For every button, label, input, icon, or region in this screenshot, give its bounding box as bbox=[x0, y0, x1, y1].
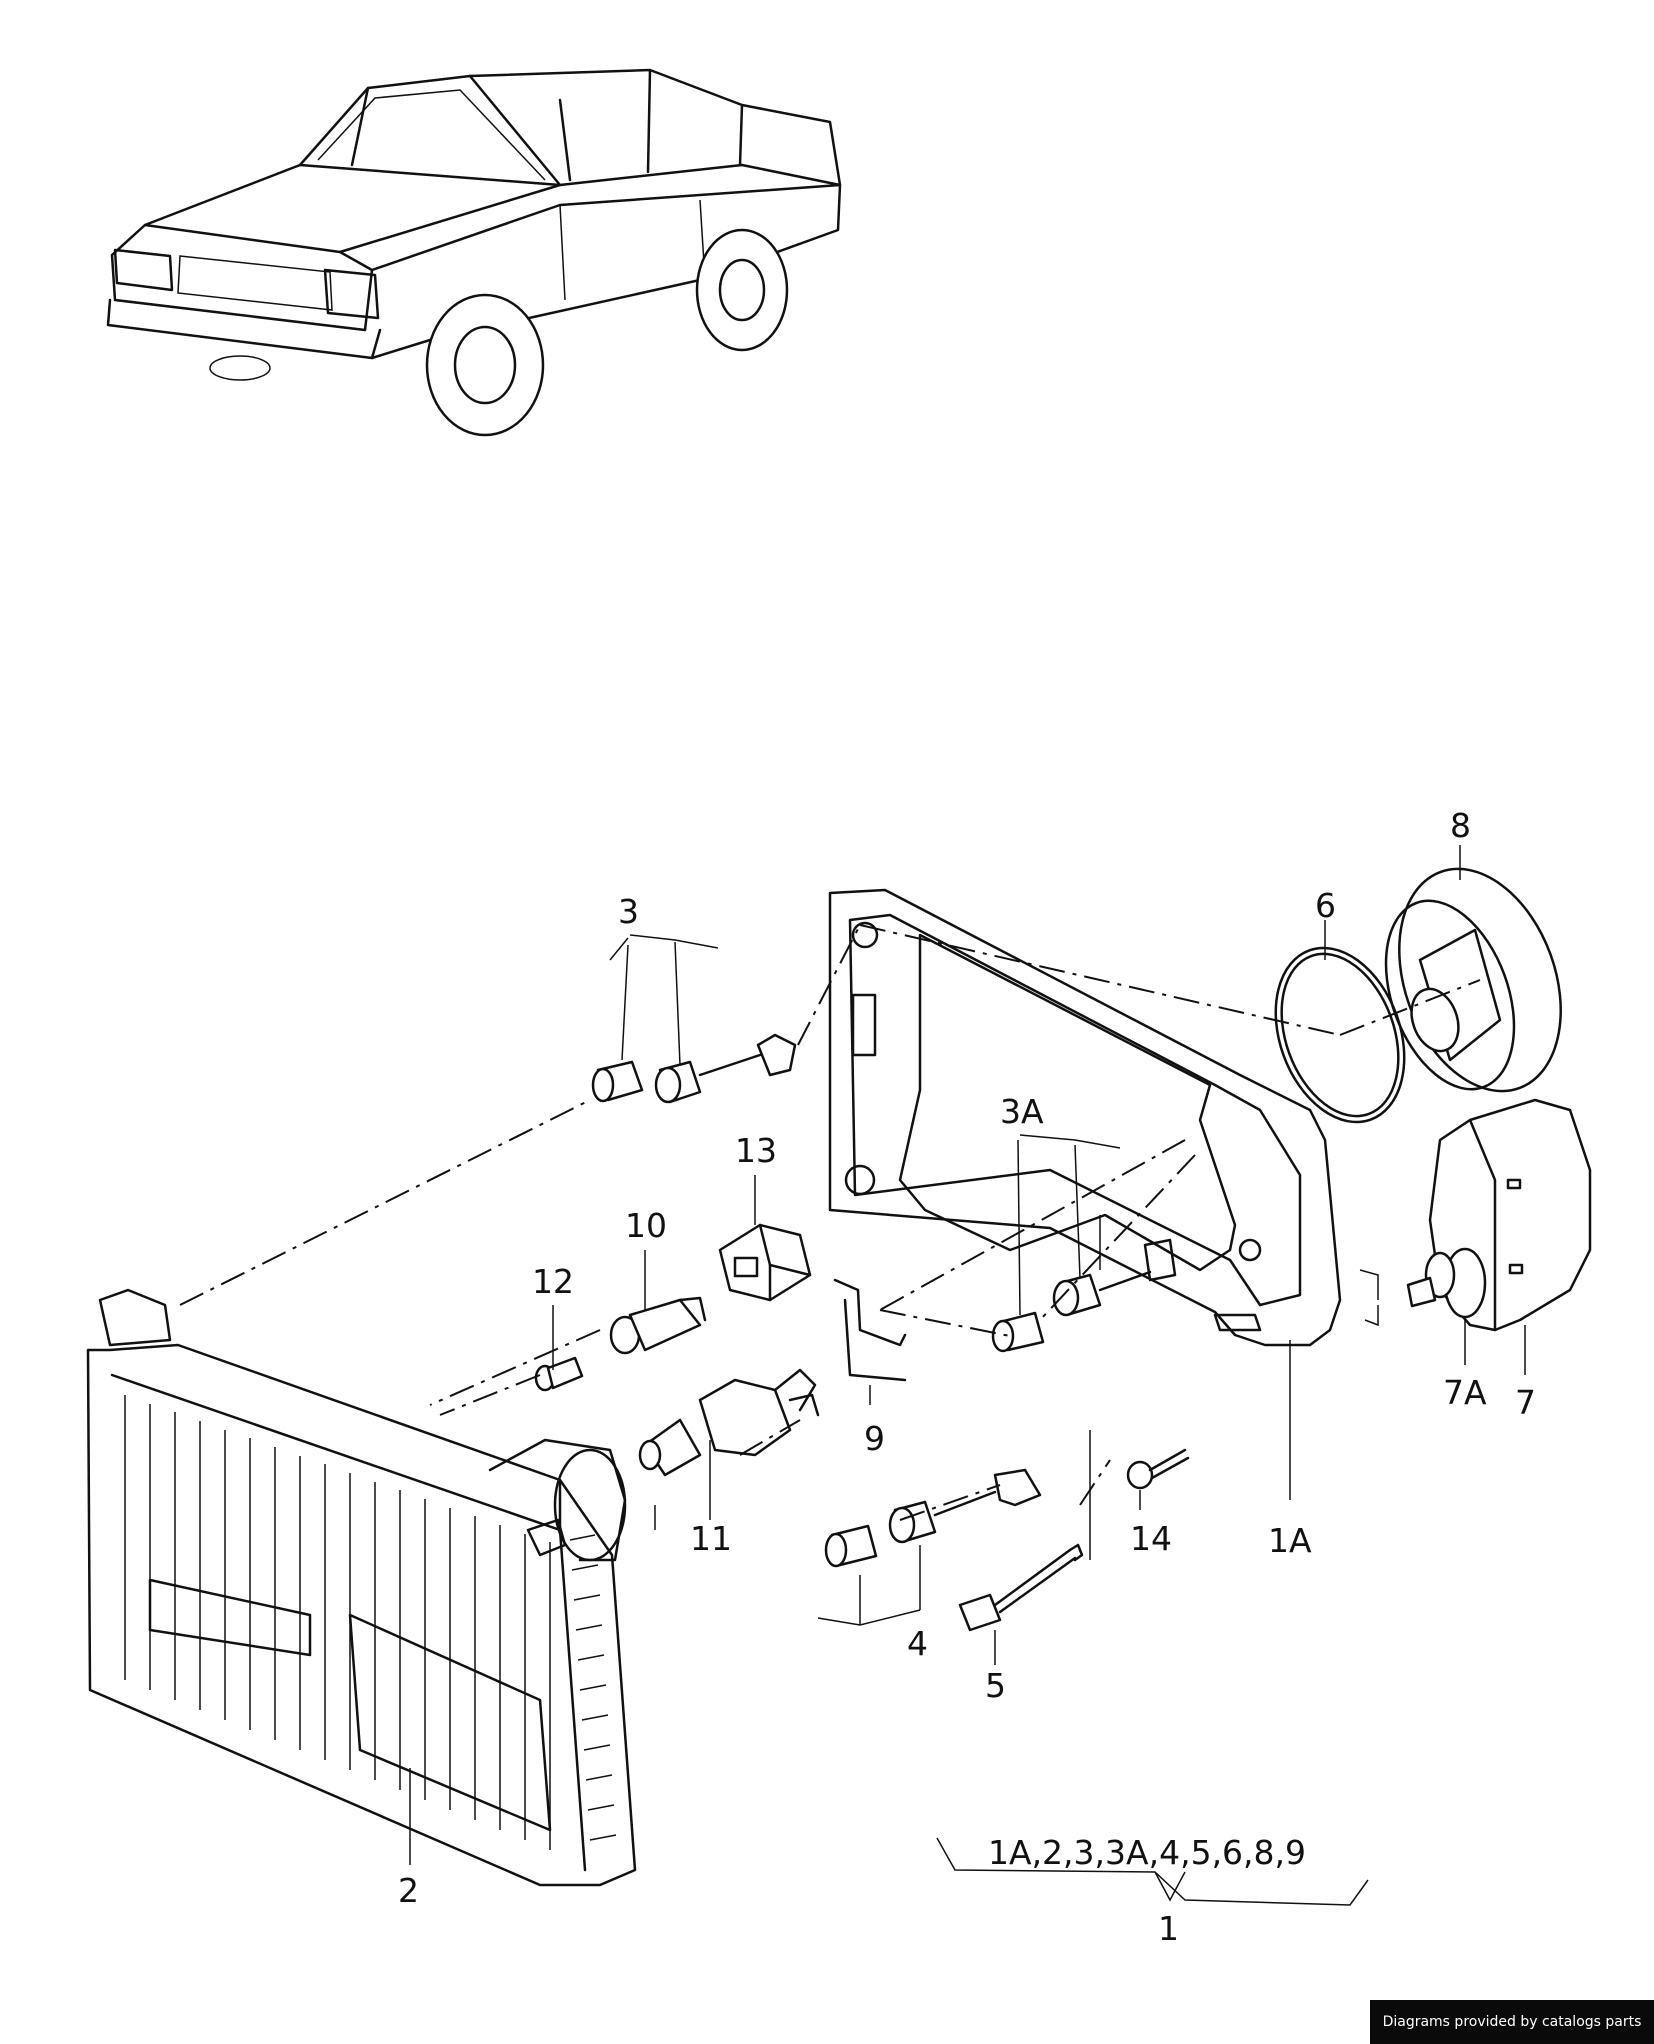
car-illustration bbox=[106, 68, 842, 437]
label-13: 13 bbox=[735, 1131, 777, 1170]
label-12: 12 bbox=[532, 1262, 574, 1301]
rear-bulb bbox=[1406, 1247, 1487, 1319]
parking-bulb-mid bbox=[991, 1238, 1177, 1353]
credit-banner: Diagrams provided by catalogs parts bbox=[1370, 2000, 1654, 2044]
label-7a: 7A bbox=[1443, 1373, 1487, 1412]
small-bulb bbox=[534, 1356, 584, 1392]
bulb-holder bbox=[609, 1296, 707, 1355]
label-10: 10 bbox=[625, 1206, 667, 1245]
label-9: 9 bbox=[864, 1419, 885, 1458]
label-3: 3 bbox=[618, 892, 639, 931]
parking-bulb-lower bbox=[824, 1468, 1042, 1568]
label-5: 5 bbox=[985, 1666, 1006, 1705]
leader-lines bbox=[409, 845, 1526, 1906]
label-14: 14 bbox=[1130, 1519, 1172, 1558]
part-labels: 3 3A 13 10 12 9 11 14 1A 4 5 6 8 7A 7 2 … bbox=[398, 806, 1536, 1948]
label-1: 1 bbox=[1158, 1909, 1179, 1948]
label-1a-frame: 1A bbox=[1268, 1521, 1312, 1560]
adjusting-screw bbox=[958, 1543, 1084, 1632]
plug-connector bbox=[718, 1223, 812, 1302]
halogen-bulb bbox=[638, 1368, 820, 1477]
label-3a: 3A bbox=[1000, 1092, 1044, 1131]
assembly-center-lines bbox=[179, 924, 1481, 1521]
spring-clip bbox=[833, 1278, 907, 1382]
label-8: 8 bbox=[1450, 806, 1471, 845]
label-2: 2 bbox=[398, 1871, 419, 1910]
headlight-lens bbox=[86, 1288, 637, 1887]
label-4: 4 bbox=[907, 1624, 928, 1663]
label-6: 6 bbox=[1315, 886, 1336, 925]
mounting-screw bbox=[1126, 1448, 1190, 1490]
label-kit-list: 1A,2,3,3A,4,5,6,8,9 bbox=[988, 1833, 1306, 1872]
label-7: 7 bbox=[1515, 1383, 1536, 1422]
parking-bulb-upper bbox=[591, 1033, 797, 1104]
label-11: 11 bbox=[690, 1519, 732, 1558]
